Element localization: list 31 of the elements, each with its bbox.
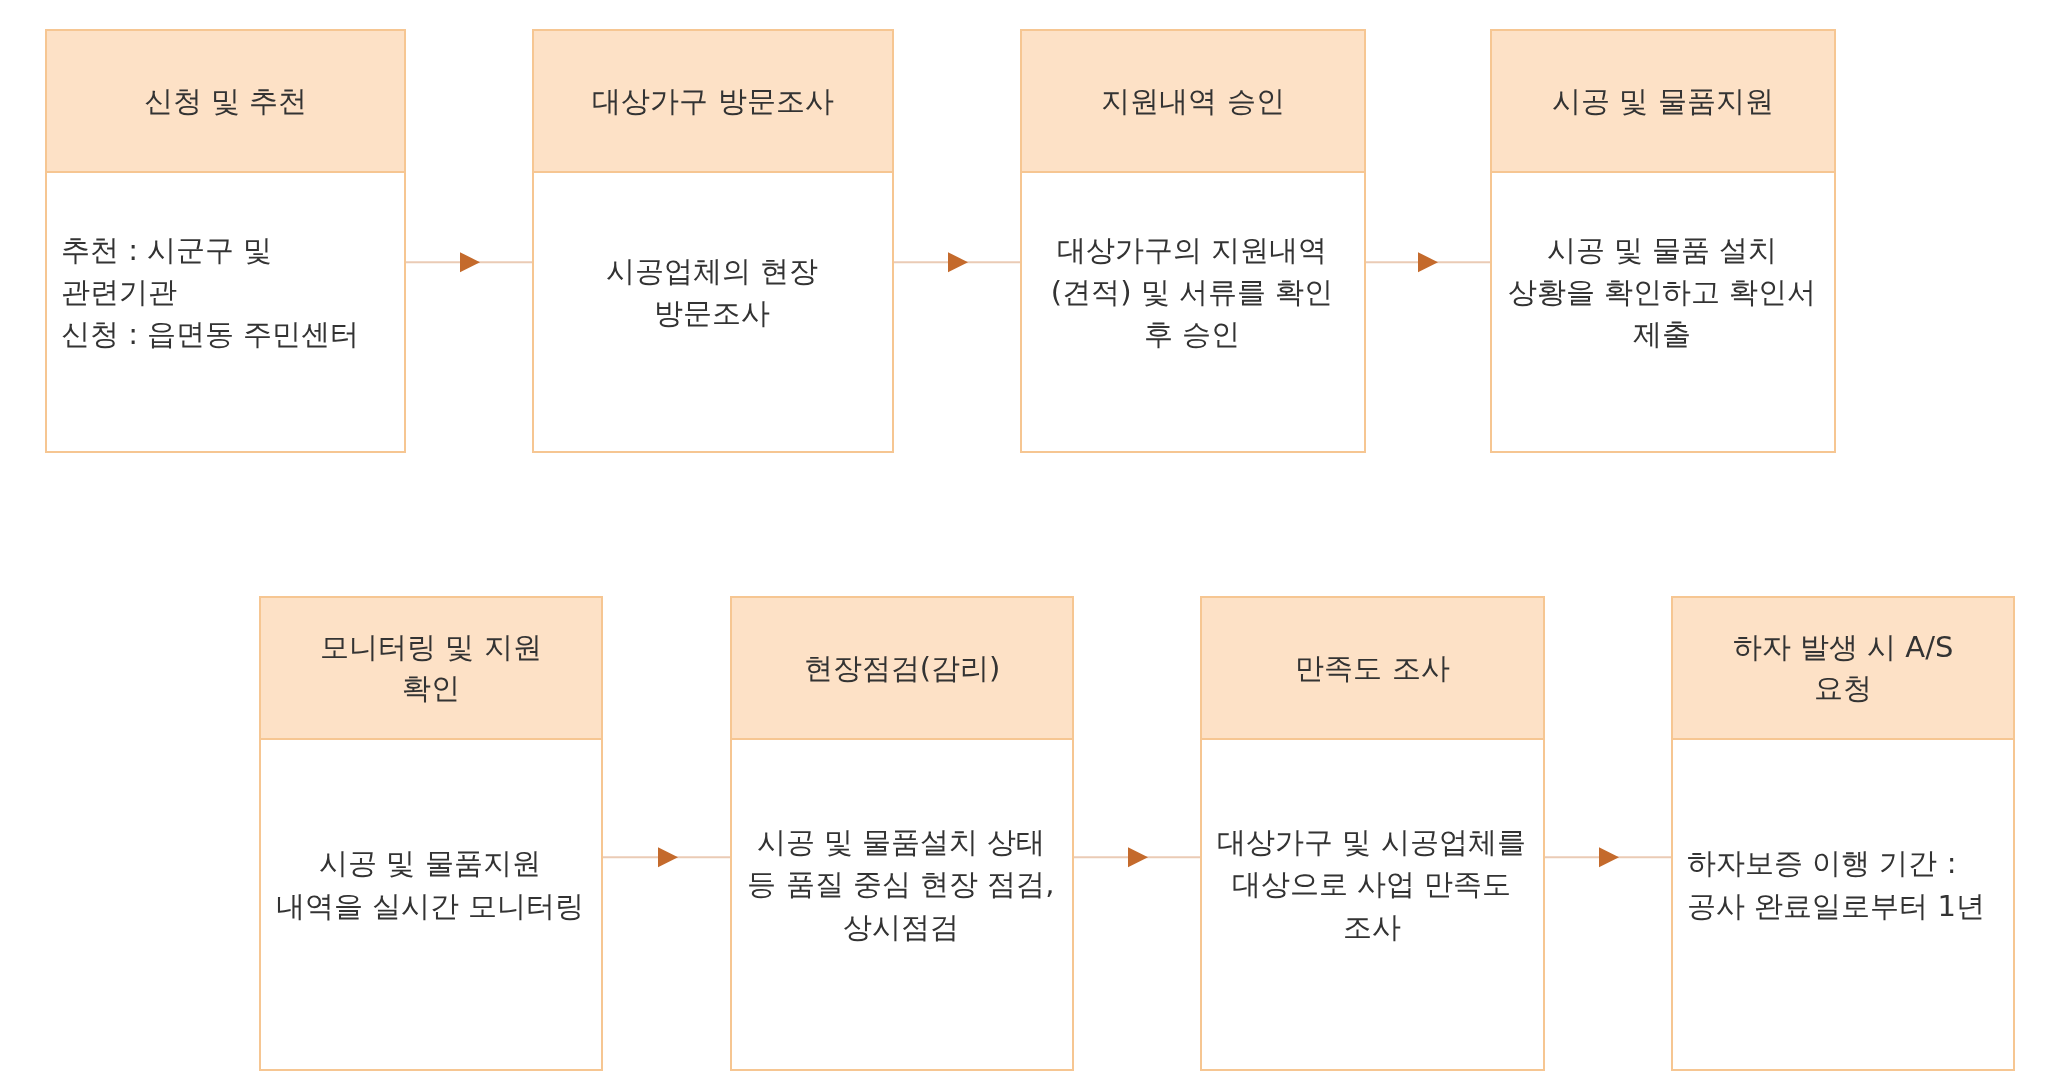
step-title: 만족도 조사 [1294, 649, 1451, 687]
arrow [893, 252, 1021, 273]
step-description: 시공 및 물품설치 상태 등 품질 중심 현장 점검, 상시점검 [746, 824, 1056, 946]
step-description: 시공업체의 현장 방문조사 [604, 252, 820, 332]
process-card [1200, 596, 1545, 1071]
step-description: 추천 : 시군구 및 관련기관 [61, 231, 274, 311]
step-description: 대상가구 및 시공업체를 대상으로 사업 만족도 조사 [1216, 824, 1527, 946]
step-title: 하자 발생 시 A/S 요청 [1731, 629, 1955, 707]
arrow [1073, 847, 1201, 868]
step-description: 시공 및 물품 설치 상황을 확인하고 확인서 제출 [1506, 231, 1818, 353]
arrow [405, 252, 533, 273]
step-title: 모니터링 및 지원 확인 [319, 629, 543, 707]
step-title: 지원내역 승인 [1100, 82, 1286, 120]
process-card [532, 29, 894, 453]
process-card [1490, 29, 1836, 453]
process-card [45, 29, 406, 453]
process-card [259, 596, 603, 1071]
arrow [1365, 252, 1491, 273]
arrow [1544, 847, 1672, 868]
step-title: 대상가구 방문조사 [591, 82, 835, 120]
step-title: 신청 및 추천 [142, 82, 309, 120]
process-card [730, 596, 1074, 1071]
step-description: 하자보증 이행 기간 : 공사 완료일로부터 1년 [1687, 845, 1986, 925]
step-description: 대상가구의 지원내역(견적) 및 서류를 확인 후 승인 [1049, 231, 1335, 353]
step-description: 시공 및 물품지원 내역을 실시간 모니터링 [275, 845, 585, 925]
step-title: 시공 및 물품지원 [1551, 82, 1775, 120]
process-card [1020, 29, 1366, 453]
process-card [1671, 596, 2015, 1071]
arrow [602, 847, 731, 868]
step-description: 신청 : 읍면동 주민센터 [61, 316, 361, 353]
step-title: 현장점검(감리) [802, 649, 1002, 687]
